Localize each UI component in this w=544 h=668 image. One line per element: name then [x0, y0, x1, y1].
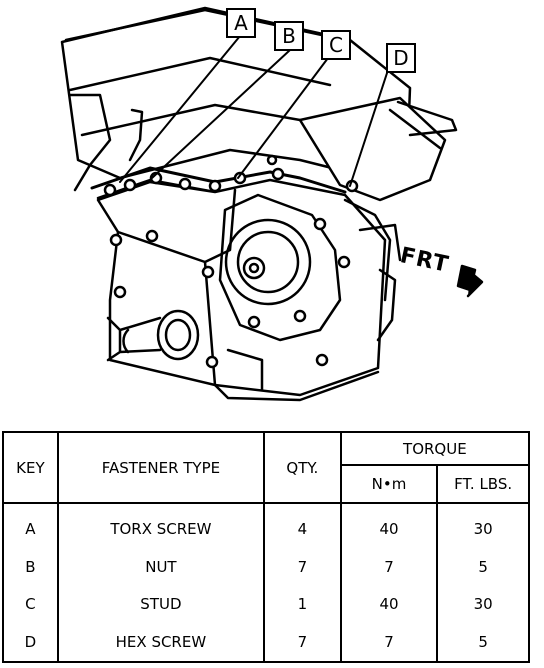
table-row: C STUD 1 40 30 [2, 585, 530, 624]
cell-key: B [2, 548, 59, 586]
cell-ft-lbs: 30 [436, 585, 530, 624]
header-fastener-type: FASTENER TYPE [56, 430, 266, 505]
timing-cover [218, 193, 342, 342]
header-qty: QTY. [263, 430, 342, 505]
fastener-spec-table: KEY FASTENER TYPE QTY. TORQUE N•m FT. LB… [2, 430, 531, 663]
cell-qty: 7 [263, 623, 342, 663]
engine-block [96, 178, 387, 397]
cell-nm: 40 [339, 503, 439, 549]
cell-nm: 40 [339, 585, 439, 624]
callout-b: B [274, 21, 304, 51]
cell-qty: 7 [263, 548, 342, 586]
crank-pulley-hub [224, 218, 312, 306]
cell-type: STUD [56, 585, 266, 624]
cell-ft-lbs: 30 [436, 503, 530, 549]
cell-key: D [2, 623, 59, 663]
callout-c: C [321, 30, 351, 60]
cell-ft-lbs: 5 [436, 623, 530, 663]
header-nm: N•m [339, 464, 439, 505]
cell-nm: 7 [339, 623, 439, 663]
cell-qty: 4 [263, 503, 342, 549]
cell-ft-lbs: 5 [436, 548, 530, 586]
crankshaft-seal [156, 309, 200, 361]
cell-nm: 7 [339, 548, 439, 586]
cell-type: TORX SCREW [56, 503, 266, 549]
callout-a: A [226, 8, 256, 38]
table-row: D HEX SCREW 7 7 5 [2, 623, 530, 663]
header-ft-lbs: FT. LBS. [436, 464, 530, 505]
cell-key: C [2, 585, 59, 624]
cell-type: HEX SCREW [56, 623, 266, 663]
table-row: B NUT 7 7 5 [2, 548, 530, 586]
engine-illustration [60, 6, 484, 402]
callout-d: D [386, 43, 416, 73]
cell-type: NUT [56, 548, 266, 586]
callout-leader-lines [119, 35, 389, 187]
table-row: A TORX SCREW 4 40 30 [2, 503, 530, 549]
cell-key: A [2, 503, 59, 549]
cell-qty: 1 [263, 585, 342, 624]
header-key: KEY [2, 430, 59, 505]
header-torque: TORQUE [339, 430, 531, 467]
